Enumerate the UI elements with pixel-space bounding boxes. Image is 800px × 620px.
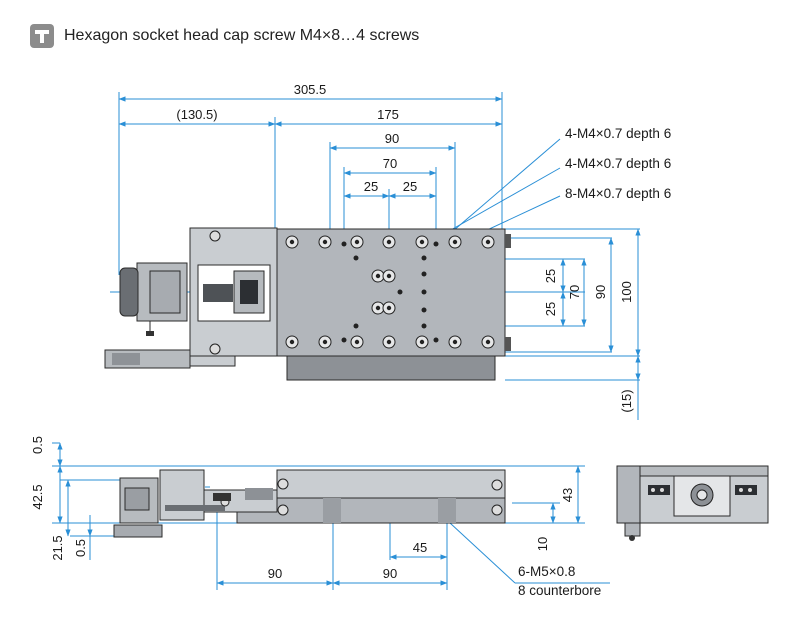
dim-v70: 70 — [567, 285, 582, 299]
header: Hexagon socket head cap screw M4×8…4 scr… — [30, 22, 419, 50]
callout-1: 4-M4×0.7 depth 6 — [565, 126, 671, 141]
dim-h10: 10 — [535, 537, 550, 551]
side-dimension-lines — [57, 442, 610, 586]
table-holes — [285, 235, 495, 349]
header-title: Hexagon socket head cap screw M4×8…4 scr… — [64, 27, 420, 44]
dim-h05b: 0.5 — [73, 539, 88, 557]
callout-m5: 6-M5×0.8 — [518, 564, 575, 579]
dim-45: 45 — [413, 540, 427, 555]
dim-v25a: 25 — [543, 269, 558, 283]
dim-h425: 42.5 — [30, 484, 45, 509]
dim-25b: 25 — [403, 179, 417, 194]
dim-v15: (15) — [619, 389, 634, 412]
dim-table: 175 — [377, 107, 399, 122]
dim-90a: 90 — [268, 566, 282, 581]
top-view: 305.5 (130.5) 175 90 70 25 25 25 25 70 9… — [104, 82, 671, 420]
dim-25a: 25 — [364, 179, 378, 194]
dim-v25b: 25 — [543, 302, 558, 316]
side-view: 0.5 42.5 21.5 0.5 43 10 45 90 90 6-M5×0.… — [30, 436, 610, 598]
hex-wrench-icon — [30, 24, 54, 48]
table-plate — [276, 228, 506, 357]
dim-h05a: 0.5 — [30, 436, 45, 454]
table-base — [286, 351, 496, 381]
dim-v90: 90 — [593, 285, 608, 299]
dim-overall: 305.5 — [294, 82, 327, 97]
top-dimension-lines — [118, 96, 641, 420]
dim-90: 90 — [385, 131, 399, 146]
callout-counterbore: 8 counterbore — [518, 583, 601, 598]
dim-h215: 21.5 — [50, 535, 65, 560]
dim-h43: 43 — [560, 488, 575, 502]
adjust-knob — [119, 267, 139, 317]
end-view — [616, 465, 769, 541]
dim-90b: 90 — [383, 566, 397, 581]
dim-70: 70 — [383, 156, 397, 171]
dim-left: (130.5) — [176, 107, 217, 122]
callout-2: 4-M4×0.7 depth 6 — [565, 156, 671, 171]
dim-v100: 100 — [619, 281, 634, 303]
side-table-top — [276, 469, 506, 499]
callout-3: 8-M4×0.7 depth 6 — [565, 186, 671, 201]
